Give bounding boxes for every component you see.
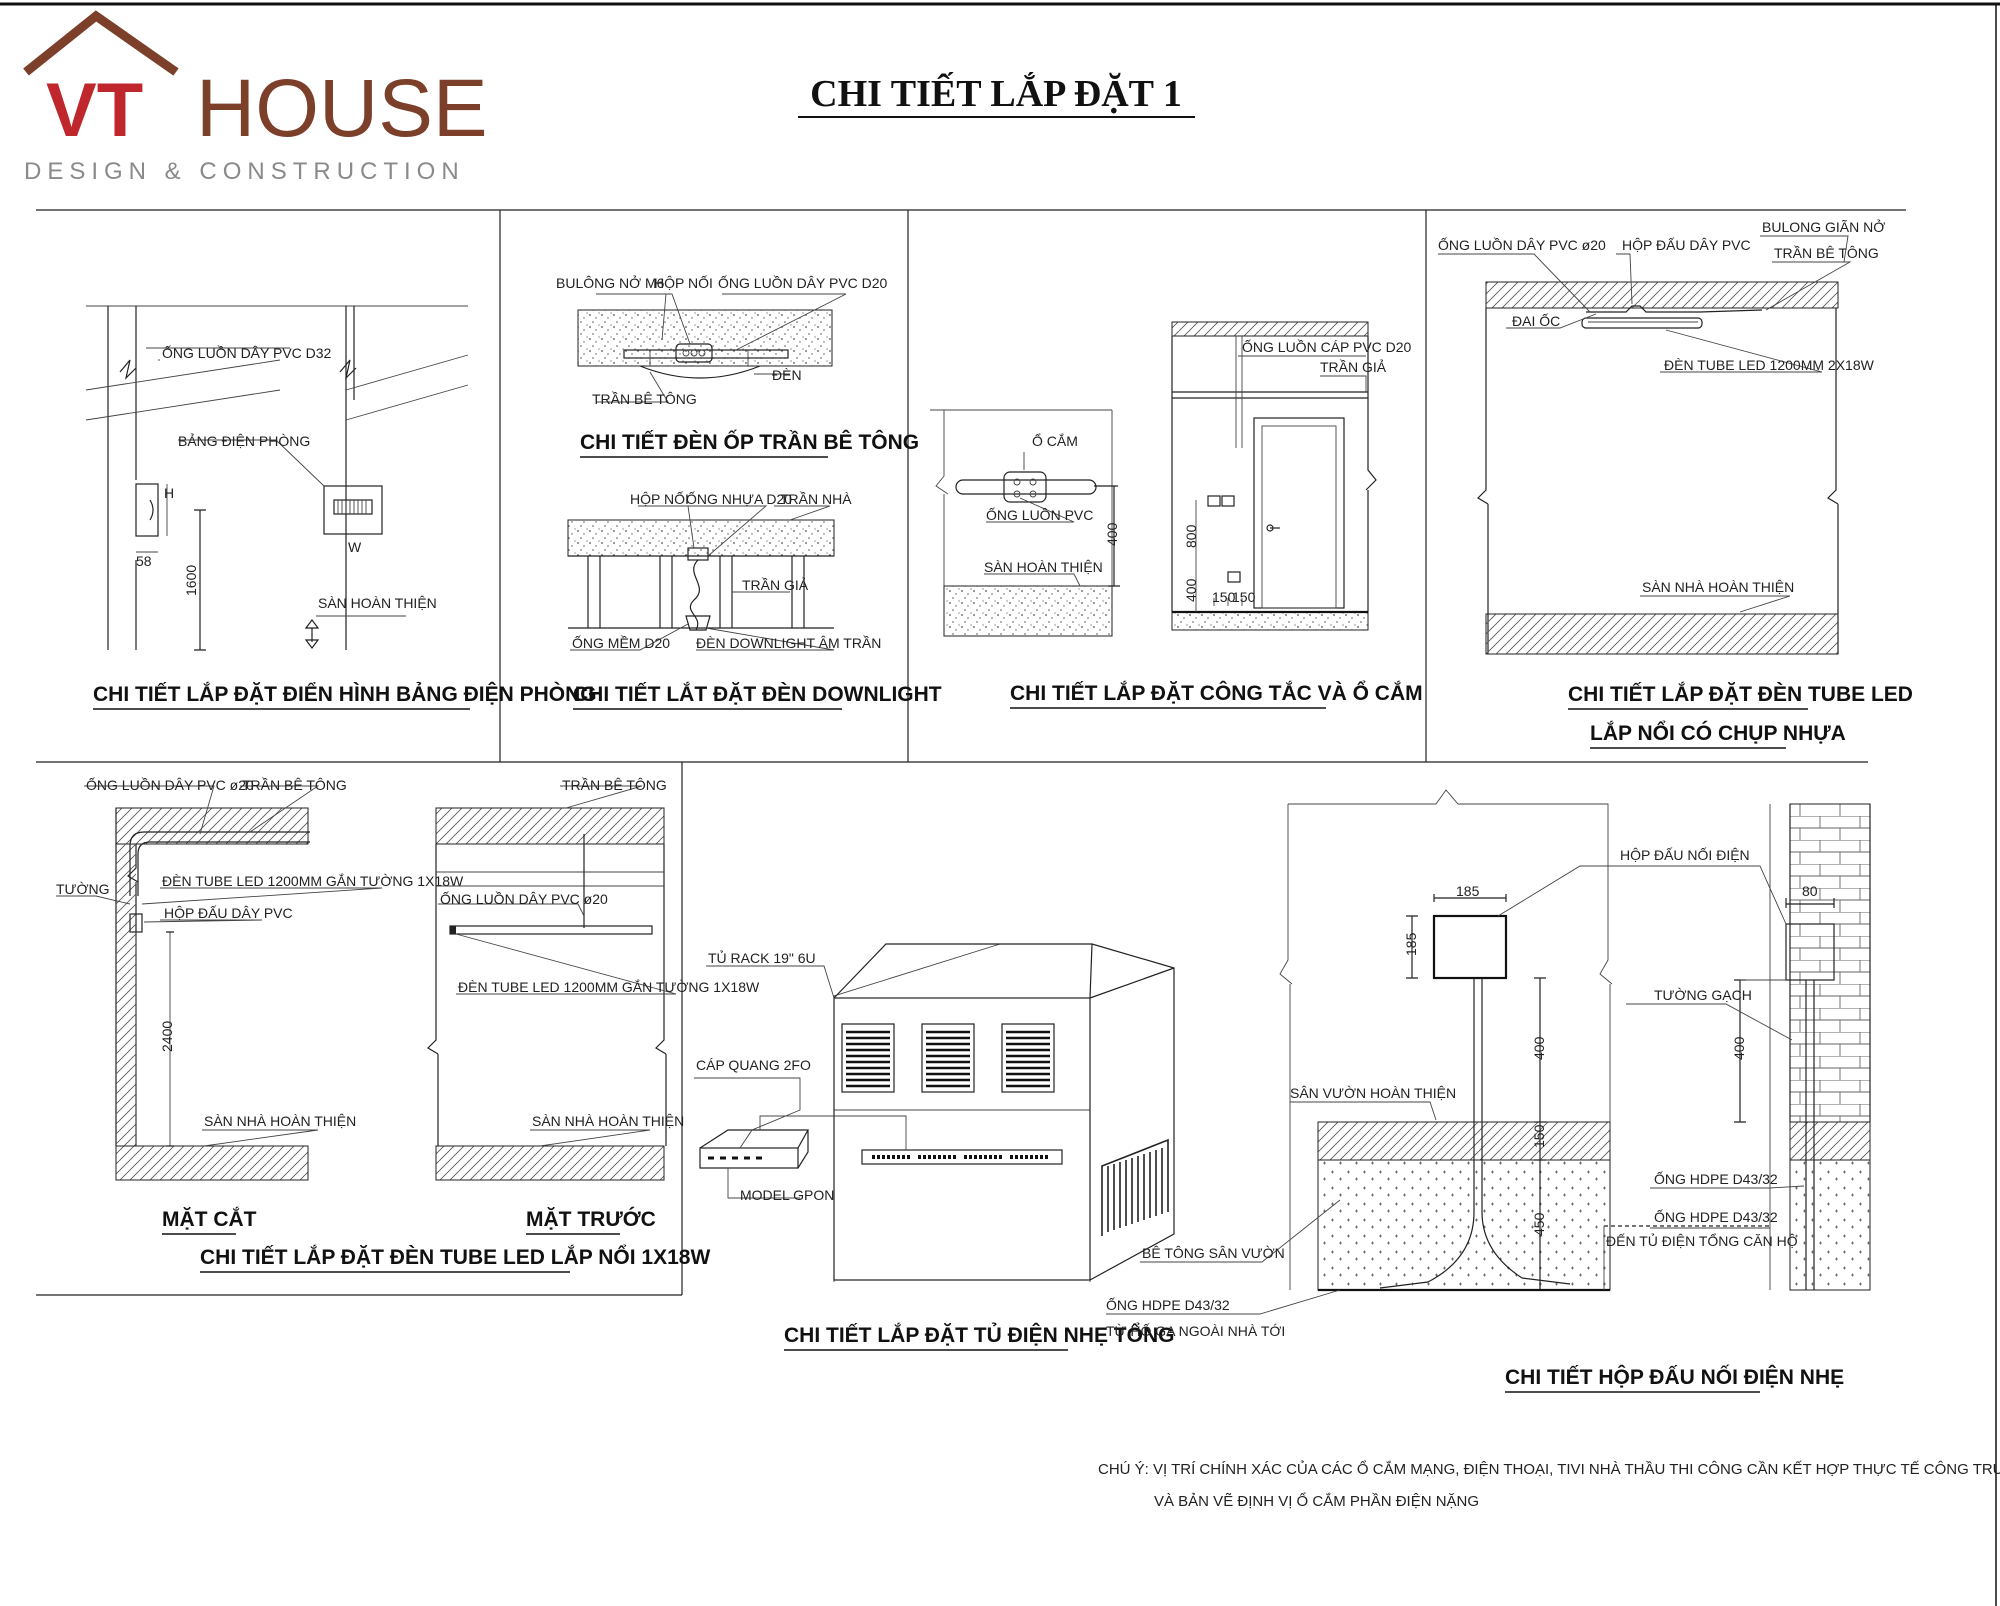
dim-185-height: 185	[1403, 932, 1419, 956]
label-finished-garden: SÂN VƯỜN HOÀN THIỆN	[1290, 1085, 1456, 1101]
switchboard-side	[135, 483, 159, 537]
panel2-title-top: CHI TIẾT ĐÈN ỐP TRẦN BÊ TÔNG	[580, 430, 919, 454]
section-view-label: MẶT CẮT	[162, 1207, 257, 1231]
dim-150-b: 150	[1232, 589, 1256, 605]
label-pvc-conduit-20-b: ỐNG LUỒN DÂY PVC ø20	[86, 776, 254, 793]
label-bolt-m6: BULÔNG NỞ M6	[556, 274, 665, 291]
label-pvc-conduit-20: ỐNG LUỒN DÂY PVC ø20	[1438, 236, 1606, 253]
logo-tagline: DESIGN & CONSTRUCTION	[24, 158, 465, 185]
dim-80: 80	[1802, 883, 1818, 899]
label-wall-tube-led-b: ĐÈN TUBE LED 1200MM GẮN TƯỜNG 1X18W	[458, 978, 760, 995]
label-false-ceiling-2: TRẦN GIẢ	[1320, 359, 1387, 375]
panel-ceiling-lights: BULÔNG NỞ M6 HỘP NỐI ỐNG LUỒN DÂY PVC D2…	[556, 274, 942, 710]
panel4-title-line2: LẮP NỔI CÓ CHỤP NHỰA	[1590, 721, 1846, 745]
panel3-title: CHI TIẾT LẮP ĐẶT CÔNG TẮC VÀ Ổ CẮM	[1010, 681, 1423, 705]
logo-mark: VT	[46, 68, 143, 153]
label-gpon-model: MODEL GPON	[740, 1187, 834, 1203]
panel-low-voltage-cabinet: TỦ RACK 19" 6U CÁP QUANG 2FO MODEL GPON …	[694, 943, 1175, 1351]
note-line-2: VÀ BẢN VẼ ĐỊNH VỊ Ổ CẮM PHẦN ĐIỆN NẶNG	[1154, 1492, 1479, 1510]
vent-grilles	[846, 1030, 1169, 1236]
label-flex-pipe-d20: ỐNG MỀM D20	[572, 634, 670, 651]
label-conduit-d32: ỐNG LUỒN DÂY PVC D32	[162, 344, 332, 361]
panel6-title: CHI TIẾT LẮP ĐẶT TỦ ĐIỆN NHẸ TỔNG	[784, 1323, 1174, 1347]
dim-800: 800	[1183, 524, 1199, 548]
label-junction-box-2: HỘP NỐI	[630, 490, 689, 507]
label-hdpe-2: ỐNG HDPE D43/32	[1654, 1208, 1778, 1225]
panel-low-voltage-junction: HỘP ĐẤU NỐI ĐIỆN 185 185 80 TƯỜNG GẠCH S…	[1106, 789, 1871, 1393]
company-logo: VT HOUSE DESIGN & CONSTRUCTION	[23, 10, 488, 185]
label-expansion-bolt: BULONG GIÃN NỞ	[1762, 218, 1885, 235]
label-pvc-junction-box: HỘP ĐẤU DÂY PVC	[1622, 237, 1751, 253]
dim-450: 450	[1531, 1212, 1547, 1236]
logo-roof-icon	[23, 10, 179, 76]
dim-400-wall: 400	[1731, 1036, 1747, 1060]
panel7-title: CHI TIẾT HỘP ĐẤU NỐI ĐIỆN NHẸ	[1505, 1365, 1844, 1389]
label-junction-box-lv: HỘP ĐẤU NỐI ĐIỆN	[1620, 846, 1750, 863]
label-room-board: BẢNG ĐIỆN PHÒNG	[178, 433, 310, 449]
label-lamp: ĐÈN	[772, 367, 802, 383]
label-junction-box: HỘP NỐI	[654, 274, 713, 291]
label-plastic-pipe-d20: ỐNG NHỰA D20	[686, 490, 792, 507]
dim-h: H	[164, 485, 174, 501]
panel5-title: CHI TIẾT LẮP ĐẶT ĐÈN TUBE LED LẮP NỔI 1X…	[200, 1245, 710, 1269]
dim-2400: 2400	[159, 1021, 175, 1052]
label-finished-floor-5: SÀN NHÀ HOÀN THIỆN	[532, 1113, 684, 1129]
label-from-manhole: TỪ HỐ GA NGOÀI NHÀ TỚI	[1106, 1322, 1285, 1339]
label-wall-tube-led: ĐÈN TUBE LED 1200MM GẮN TƯỜNG 1X18W	[162, 872, 464, 889]
label-finished-floor-3: SÀN NHÀ HOÀN THIỆN	[1642, 579, 1794, 595]
switchboard-front	[323, 485, 383, 535]
label-concrete-ceiling-2: TRẦN BÊ TÔNG	[1774, 245, 1879, 261]
label-tube-led-2x18w: ĐÈN TUBE LED 1200MM 2X18W	[1664, 357, 1875, 373]
label-cable-conduit-d20: ỐNG LUỒN CÁP PVC D20	[1242, 338, 1412, 355]
sheet-title: CHI TIẾT LẮP ĐẶT 1	[810, 72, 1182, 115]
label-hdpe-1: ỐNG HDPE D43/32	[1654, 1170, 1778, 1187]
label-hdpe-3: ỐNG HDPE D43/32	[1106, 1296, 1230, 1313]
dim-400-socket: 400	[1104, 522, 1120, 546]
front-view-label: MẶT TRƯỚC	[526, 1207, 656, 1231]
dim-400-floor: 400	[1183, 578, 1199, 602]
label-concrete-ceiling: TRẦN BÊ TÔNG	[592, 391, 697, 407]
label-concrete-ceiling-3: TRẦN BÊ TÔNG	[242, 777, 347, 793]
panel-room-switchboard: ỐNG LUỒN DÂY PVC D32 BẢNG ĐIỆN PHÒNG SÀN…	[85, 305, 597, 710]
label-rack-cabinet: TỦ RACK 19" 6U	[708, 949, 816, 966]
label-to-main-panel: ĐẾN TỦ ĐIỆN TỔNG CĂN HỘ	[1606, 1232, 1798, 1249]
dim-150: 150	[1531, 1124, 1547, 1148]
label-false-ceiling: TRẦN GIẢ	[742, 577, 809, 593]
dim-58: 58	[136, 553, 152, 569]
label-finished-floor: SÀN HOÀN THIỆN	[318, 595, 437, 611]
panel-tube-led-covered: ỐNG LUỒN DÂY PVC ø20 HỘP ĐẤU DÂY PVC BUL…	[1438, 218, 1913, 749]
label-pvc-conduit-20-c: ỐNG LUỒN DÂY PVC ø20	[440, 890, 608, 907]
dim-150-a: 150	[1212, 589, 1236, 605]
panel4-title-line1: CHI TIẾT LẮP ĐẶT ĐÈN TUBE LED	[1568, 682, 1913, 706]
label-wall: TƯỜNG	[56, 881, 110, 897]
dim-185-width: 185	[1456, 883, 1480, 899]
panel2-title-bottom: CHI TIẾT LẮT ĐẶT ĐÈN DOWNLIGHT	[573, 682, 942, 706]
logo-word: HOUSE	[196, 63, 488, 154]
dim-w: W	[348, 539, 362, 555]
dim-1600: 1600	[183, 565, 199, 596]
panel1-title: CHI TIẾT LẮP ĐẶT ĐIỂN HÌNH BẢNG ĐIỆN PHÒ…	[93, 682, 597, 706]
label-nut: ĐAI ỐC	[1512, 312, 1560, 329]
label-pvc-conduit: ỐNG LUỒN PVC	[986, 506, 1093, 523]
label-conduit-d20: ỐNG LUỒN DÂY PVC D20	[718, 274, 888, 291]
note-line-1: CHÚ Ý: VỊ TRÍ CHÍNH XÁC CỦA CÁC Ổ CẮM MẠ…	[1098, 1460, 2000, 1478]
label-fiber-2fo: CÁP QUANG 2FO	[696, 1057, 811, 1073]
dim-400-box: 400	[1531, 1036, 1547, 1060]
label-garden-concrete: BÊ TÔNG SÂN VƯỜN	[1142, 1245, 1285, 1261]
label-finished-floor-4: SÀN NHÀ HOÀN THIỆN	[204, 1113, 356, 1129]
label-brick-wall: TƯỜNG GẠCH	[1654, 987, 1752, 1003]
label-recessed-downlight: ĐÈN DOWNLIGHT ÂM TRẦN	[696, 635, 881, 651]
label-pvc-junction-box-2: HỘP ĐẤU DÂY PVC	[164, 905, 293, 921]
panel-switch-socket: Ổ CẮM ỐNG LUỒN PVC SÀN HOÀN THIỆN 400 ỐN…	[930, 321, 1423, 709]
panel-tube-led-1x18w: ỐNG LUỒN DÂY PVC ø20 TRẦN BÊ TÔNG TƯỜNG …	[56, 776, 760, 1273]
label-house-ceiling: TRẦN NHÀ	[780, 491, 852, 507]
label-finished-floor-2: SÀN HOÀN THIỆN	[984, 559, 1103, 575]
panel-grid	[36, 209, 1906, 1296]
label-concrete-ceiling-4: TRẦN BÊ TÔNG	[562, 777, 667, 793]
label-socket: Ổ CẮM	[1032, 432, 1078, 449]
